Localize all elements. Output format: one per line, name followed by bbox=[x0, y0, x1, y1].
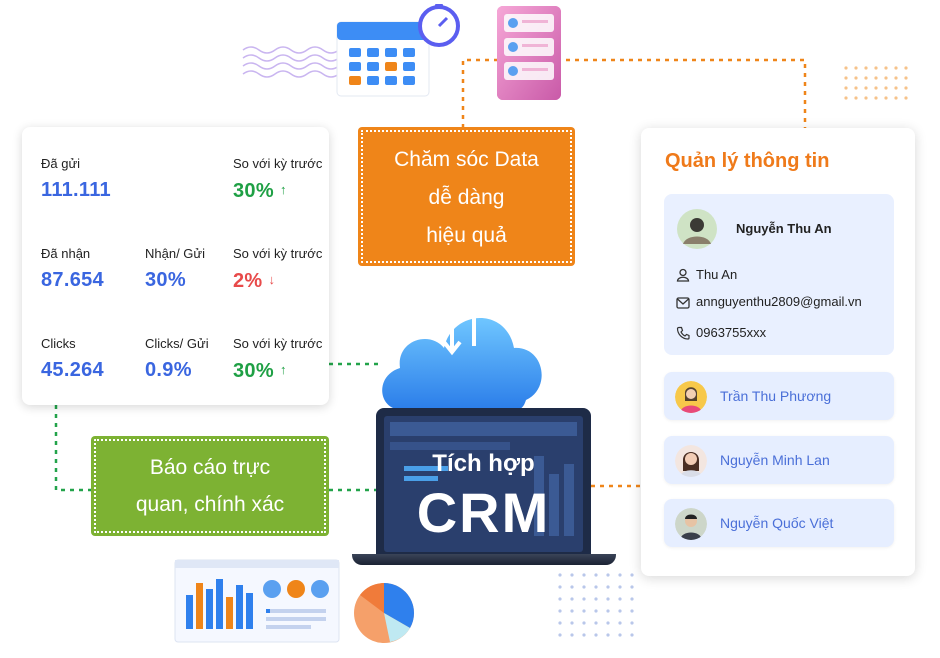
received-ratio-label: Nhận/ Gửi bbox=[145, 246, 206, 261]
pie-chart-illustration bbox=[354, 583, 415, 643]
sent-value: 111.111 bbox=[41, 179, 111, 201]
report-line-2: quan, chính xác bbox=[135, 493, 285, 516]
stats-card: Đã gửi 111.111 So với kỳ trước 30% ↑ Đã n… bbox=[22, 127, 329, 405]
laptop-display bbox=[384, 416, 583, 552]
received-compare: 2% ↓ bbox=[233, 270, 275, 293]
received-value: 87.654 bbox=[41, 269, 104, 291]
clicks-value: 45.264 bbox=[41, 359, 104, 381]
avatar bbox=[675, 445, 707, 477]
avatar bbox=[675, 381, 707, 413]
received-ratio-value: 30% bbox=[145, 269, 186, 291]
person-name: Nguyễn Quốc Việt bbox=[720, 515, 834, 531]
user-icon bbox=[676, 268, 690, 282]
person-item[interactable]: Nguyễn Minh Lan bbox=[664, 436, 894, 484]
care-line-3: hiệu quả bbox=[426, 224, 507, 247]
contact-username: Thu An bbox=[696, 267, 738, 282]
dashboard-background bbox=[390, 422, 577, 536]
report-badge: Báo cáo trực quan, chính xác bbox=[91, 436, 329, 536]
contact-avatar bbox=[677, 209, 717, 249]
arrow-down-icon: ↓ bbox=[268, 272, 276, 287]
sent-label: Đã gửi bbox=[41, 156, 81, 171]
person-item[interactable]: Nguyễn Quốc Việt bbox=[664, 499, 894, 547]
received-label: Đã nhận bbox=[41, 246, 91, 261]
info-panel: Quản lý thông tin Nguyễn Thu An Thu An a… bbox=[641, 128, 915, 576]
contact-username-row: Thu An bbox=[676, 267, 737, 282]
clicks-compare-value: 30% bbox=[233, 360, 274, 382]
clicks-ratio-label: Clicks/ Gửi bbox=[145, 336, 209, 351]
received-compare-label: So với kỳ trước bbox=[233, 246, 323, 261]
calendar-icon bbox=[336, 4, 460, 97]
sent-compare: 30% ↑ bbox=[233, 180, 287, 203]
contact-card[interactable]: Nguyễn Thu An Thu An annguyenthu2809@gma… bbox=[664, 194, 894, 355]
bar-chart-illustration bbox=[174, 559, 340, 643]
contact-email: annguyenthu2809@gmail.vn bbox=[696, 294, 862, 309]
received-compare-value: 2% bbox=[233, 270, 263, 292]
care-line-2: dễ dàng bbox=[428, 186, 505, 209]
contact-name: Nguyễn Thu An bbox=[736, 221, 832, 236]
person-item[interactable]: Trần Thu Phương bbox=[664, 372, 894, 420]
phone-icon bbox=[676, 326, 690, 340]
contact-phone: 0963755xxx bbox=[696, 325, 767, 340]
laptop-base bbox=[352, 554, 616, 565]
crm-subtitle: Tích hợp bbox=[432, 450, 535, 477]
arrow-up-icon: ↑ bbox=[279, 182, 287, 197]
sent-compare-label: So với kỳ trước bbox=[233, 156, 323, 171]
care-data-badge: Chăm sóc Data dễ dàng hiệu quả bbox=[358, 127, 575, 266]
arrow-up-icon: ↑ bbox=[279, 362, 287, 377]
laptop-screen: Tích hợp CRM bbox=[376, 408, 591, 556]
clicks-compare: 30% ↑ bbox=[233, 360, 287, 383]
person-name: Trần Thu Phương bbox=[720, 388, 832, 404]
person-name: Nguyễn Minh Lan bbox=[720, 452, 830, 468]
report-line-1: Báo cáo trực bbox=[149, 456, 271, 479]
cloud-sync-icon bbox=[382, 292, 542, 410]
contact-email-row: annguyenthu2809@gmail.vn bbox=[676, 294, 862, 309]
profile-cards-icon bbox=[497, 6, 561, 100]
clicks-compare-label: So với kỳ trước bbox=[233, 336, 323, 351]
clicks-label: Clicks bbox=[41, 336, 76, 351]
avatar bbox=[675, 508, 707, 540]
sent-compare-value: 30% bbox=[233, 180, 274, 202]
crm-title: CRM bbox=[416, 481, 551, 544]
contact-phone-row: 0963755xxx bbox=[676, 325, 766, 340]
info-title: Quản lý thông tin bbox=[665, 150, 830, 172]
clicks-ratio-value: 0.9% bbox=[145, 359, 192, 381]
mail-icon bbox=[676, 297, 690, 309]
care-line-1: Chăm sóc Data bbox=[394, 148, 539, 171]
